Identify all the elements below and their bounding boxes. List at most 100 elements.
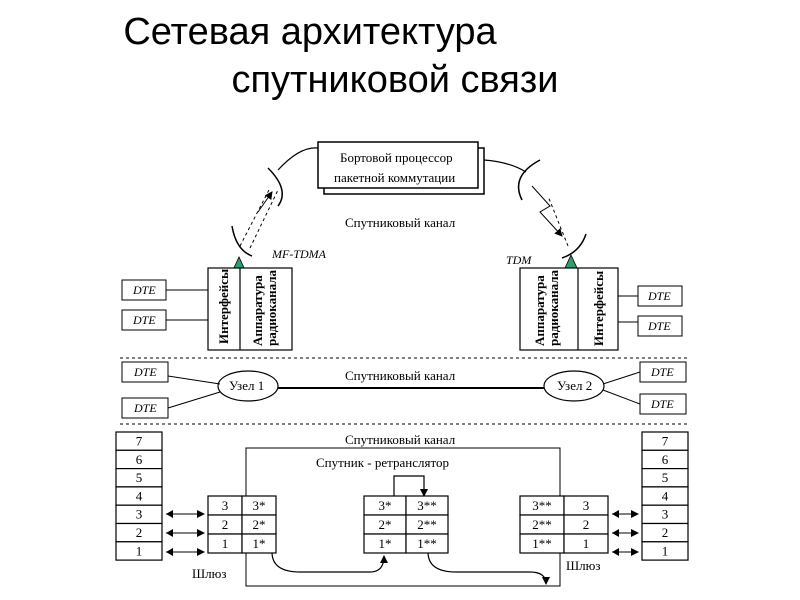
- gateway-right-cell: 2: [563, 514, 609, 535]
- satellite-cell-label: 3**: [417, 498, 437, 513]
- gateway-right-cell: 3: [563, 495, 609, 516]
- uplink-arrow-left-1: [239, 187, 271, 247]
- osi-right-level-6: 6: [641, 449, 689, 470]
- satellite-table: 3*3**2*2**1*1**: [363, 495, 449, 554]
- osi-right-level-label: 6: [662, 452, 669, 467]
- section-gateway-stacks: Спутниковый канал Спутник - ретранслятор…: [115, 431, 689, 587]
- gateway-right-cell-label: 2**: [532, 517, 552, 532]
- link-right: [483, 159, 527, 173]
- osi-right-level-3: 3: [641, 504, 689, 525]
- osi-left-level-1: 1: [115, 541, 163, 561]
- processor-box: [317, 141, 479, 189]
- stack-connection-arrows: [166, 510, 639, 556]
- svg-text:DTE: DTE: [647, 289, 671, 303]
- gateway-right-cell-label: 2: [583, 517, 590, 532]
- processor-label-line1: Бортовой процессор: [340, 150, 453, 165]
- terminal-left-interfaces-label: Интерфейсы: [216, 269, 231, 344]
- node-left: [217, 370, 279, 402]
- gateway-left-cell-label: 1*: [253, 536, 266, 551]
- osi-left-level-label: 5: [136, 470, 143, 485]
- access-right-label: TDM: [506, 253, 532, 267]
- slide-title-line2: спутниковой связи: [231, 59, 559, 101]
- gateway-left-cell: 3*: [241, 495, 277, 516]
- arrowhead-back: [166, 510, 173, 518]
- svg-text:DTE: DTE: [650, 365, 674, 379]
- arrowhead-back: [612, 510, 619, 518]
- dte-box: DTE: [121, 391, 221, 419]
- terminal-left-radio-line1: Аппаратура: [250, 275, 265, 346]
- node-left-label: Узел 1: [229, 378, 264, 393]
- svg-text:DTE: DTE: [132, 283, 156, 297]
- section-onboard-processing: Бортовой процессор пакетной коммутации С…: [121, 141, 683, 351]
- osi-right-level-7: 7: [641, 431, 689, 451]
- dte-box: DTE: [121, 361, 221, 385]
- osi-stack-left: 76 5 432 1: [115, 431, 163, 561]
- osi-right-level-label: 5: [662, 470, 669, 485]
- osi-left-level-label: 4: [136, 488, 143, 503]
- dte-box: DTE: [618, 285, 683, 307]
- arrowhead-back: [166, 529, 173, 537]
- dte-box: DTE: [618, 315, 683, 337]
- osi-right-level-1: 1: [641, 541, 689, 561]
- satellite-dish-right-icon: [517, 159, 541, 201]
- dte-box: DTE: [602, 389, 687, 415]
- section1-channel-label: Спутниковый канал: [345, 215, 456, 230]
- gateway-right-label: Шлюз: [566, 558, 600, 573]
- osi-right-level-label: 2: [662, 525, 669, 540]
- satellite-cell-label: 3*: [379, 498, 392, 513]
- uplink-arrowhead-left: [257, 191, 273, 213]
- gateway-left-cell-label: 3*: [253, 498, 266, 513]
- osi-left-level-5: 5: [115, 468, 163, 488]
- osi-left-level-7: 7: [115, 431, 163, 451]
- terminal-left-radio-line2: радиоканала: [264, 270, 279, 346]
- processor-label-line2: пакетной коммутации: [334, 170, 455, 185]
- gateway-left-cell-label: 1: [222, 536, 229, 551]
- gateway-right-cell-label: 3**: [532, 498, 552, 513]
- osi-left-level-2: 2: [115, 522, 163, 543]
- terminal-right-interfaces-label: Интерфейсы: [591, 271, 606, 346]
- dte-box: DTE: [121, 279, 208, 301]
- section3-channel-label: Спутниковый канал: [345, 432, 456, 447]
- osi-left-level-label: 2: [136, 525, 143, 540]
- gateway-right-cell: 3**: [519, 495, 565, 516]
- satellite-cell: 2*: [363, 514, 407, 535]
- dte-box: DTE: [121, 309, 208, 331]
- osi-left-level-6: 6: [115, 449, 163, 470]
- uplink-arrow-left-2: [249, 189, 279, 249]
- gateway-left-cell: 1*: [241, 533, 277, 554]
- terminal-right-radio-line1: Аппаратура: [532, 275, 547, 346]
- arrowhead-back: [612, 548, 619, 556]
- osi-left-level-3: 3: [115, 504, 163, 525]
- gateway-right-cell: 1: [563, 533, 609, 554]
- gateway-right-cell-label: 1: [583, 536, 590, 551]
- flow-arrow-left: [271, 551, 388, 573]
- dte-box: DTE: [602, 361, 687, 385]
- terminal-left: [207, 267, 293, 351]
- access-left-label: MF-TDMA: [271, 247, 327, 261]
- node-right-label: Узел 2: [557, 378, 592, 393]
- gateway-left-cell: 3: [207, 495, 243, 516]
- satellite-cell: 3*: [363, 495, 407, 516]
- satellite-cell: 2**: [405, 514, 449, 535]
- flow-arrow-right: [427, 551, 550, 585]
- link-left: [277, 147, 319, 171]
- gateway-left-cell: 2: [207, 514, 243, 535]
- gateway-right-cell-label: 3: [583, 498, 590, 513]
- satellite-dish-left-icon: [267, 167, 283, 207]
- osi-left-level-label: 6: [136, 452, 143, 467]
- gateway-right-table: 3**32**21**1: [519, 495, 609, 554]
- satellite-cell-label: 2*: [379, 517, 392, 532]
- section-node-network: Спутниковый канал Узел 1 Узел 2 DTE DTE …: [121, 361, 687, 419]
- slide-title-line1: Сетевая архитектура: [123, 11, 497, 53]
- terminal-right-radio-line2: радиоканала: [546, 270, 561, 346]
- satellite-relay-arrow: [393, 475, 428, 497]
- gateway-left-cell-label: 3: [222, 498, 229, 513]
- terminal-right: [519, 267, 619, 351]
- gateway-left-cell: 2*: [241, 514, 277, 535]
- arrowhead-back: [612, 529, 619, 537]
- osi-left-level-label: 1: [136, 543, 143, 558]
- section2-channel-label: Спутниковый канал: [345, 368, 456, 383]
- svg-text:DTE: DTE: [650, 397, 674, 411]
